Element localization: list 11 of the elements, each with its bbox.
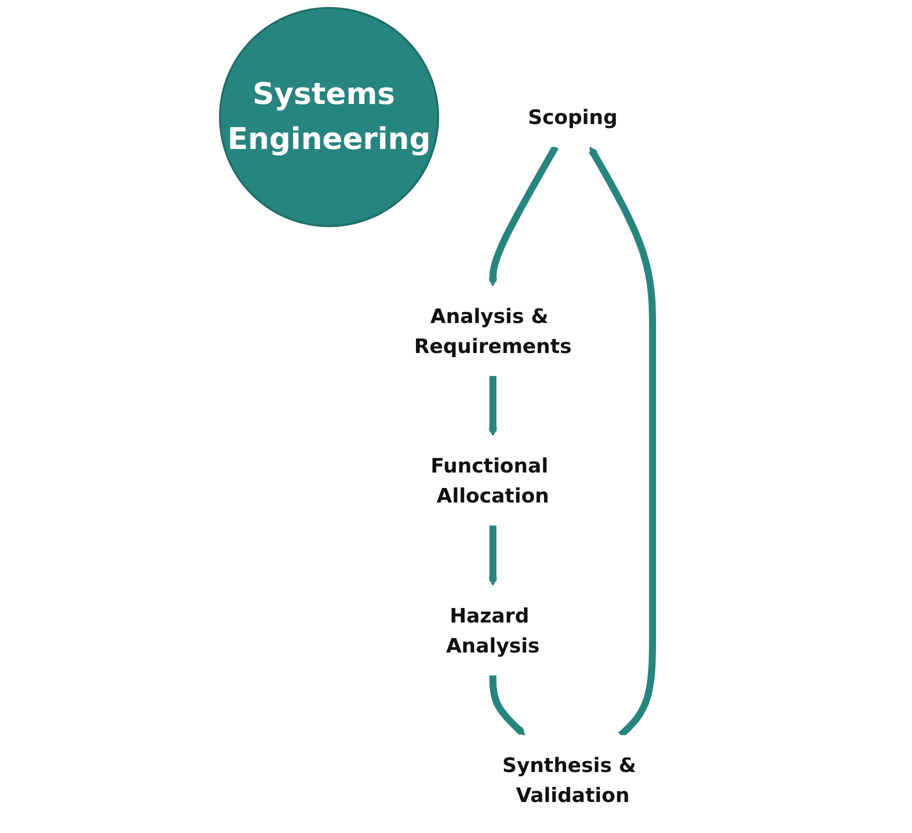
arrow <box>588 146 656 738</box>
node-text: Scoping <box>528 105 618 130</box>
node-text: Synthesis & Validation <box>502 753 636 808</box>
node-text: Hazard Analysis <box>446 603 540 658</box>
node-circle: Systems Engineering <box>218 7 439 228</box>
node-text: Functional Allocation <box>430 454 549 508</box>
arrow <box>488 376 498 436</box>
arrow <box>488 526 498 586</box>
arrow <box>489 675 525 736</box>
arrow <box>488 145 558 286</box>
node-text: Analysis & Requirements <box>414 304 572 358</box>
